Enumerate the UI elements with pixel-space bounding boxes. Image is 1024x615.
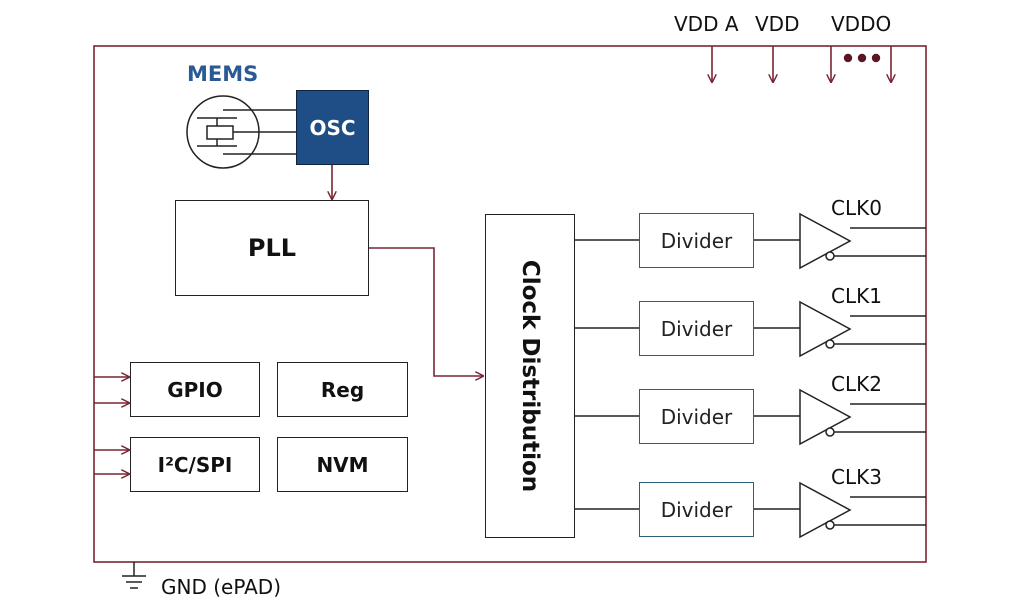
- output-wiring: [574, 239, 800, 510]
- nvm-label: NVM: [316, 452, 369, 477]
- mems-label: MEMS: [187, 62, 259, 86]
- buffer-clk0: [799, 212, 926, 270]
- divider-block-1: Divider: [639, 301, 754, 356]
- ground-label: GND (ePAD): [161, 575, 281, 599]
- clock-distribution-label: Clock Distribution: [517, 259, 543, 493]
- divider-label: Divider: [660, 404, 733, 429]
- buffer-clk1: [799, 300, 926, 358]
- osc-label: OSC: [309, 115, 356, 140]
- divider-label: Divider: [660, 497, 733, 522]
- divider-block-0: Divider: [639, 213, 754, 268]
- chip-outline: [93, 45, 927, 563]
- supply-label-vdda: VDD A: [674, 12, 739, 36]
- divider-label: Divider: [660, 316, 733, 341]
- gpio-block: GPIO: [130, 362, 260, 417]
- divider-block-2: Divider: [639, 389, 754, 444]
- clock-distribution-block: Clock Distribution: [485, 214, 575, 538]
- i2c-spi-block: I²C/SPI: [130, 437, 260, 492]
- buffer-clk2: [799, 388, 926, 446]
- output-label-clk1: CLK1: [831, 284, 882, 308]
- supply-arrows: [712, 46, 891, 82]
- divider-block-3: Divider: [639, 482, 754, 537]
- buffer-clk3: [799, 481, 926, 539]
- supply-label-vddo: VDDO: [831, 12, 892, 36]
- output-buffers: [799, 212, 926, 539]
- output-label-clk2: CLK2: [831, 372, 882, 396]
- mems-resonator-icon: [186, 95, 297, 169]
- pll-block: PLL: [175, 200, 369, 296]
- nvm-block: NVM: [277, 437, 408, 492]
- output-label-clk3: CLK3: [831, 465, 882, 489]
- pll-to-clock-distribution-arrow: [368, 247, 483, 376]
- divider-label: Divider: [660, 228, 733, 253]
- i2c-spi-label: I²C/SPI: [157, 452, 233, 477]
- output-label-clk0: CLK0: [831, 196, 882, 220]
- vddo-ellipsis-dots: [843, 53, 881, 63]
- osc-block: OSC: [296, 90, 369, 165]
- control-input-arrows: [94, 377, 129, 474]
- reg-label: Reg: [320, 377, 365, 402]
- ground-icon: [122, 562, 146, 589]
- pll-label: PLL: [247, 234, 297, 262]
- supply-label-vdd: VDD: [755, 12, 800, 36]
- gpio-label: GPIO: [167, 377, 223, 402]
- reg-block: Reg: [277, 362, 408, 417]
